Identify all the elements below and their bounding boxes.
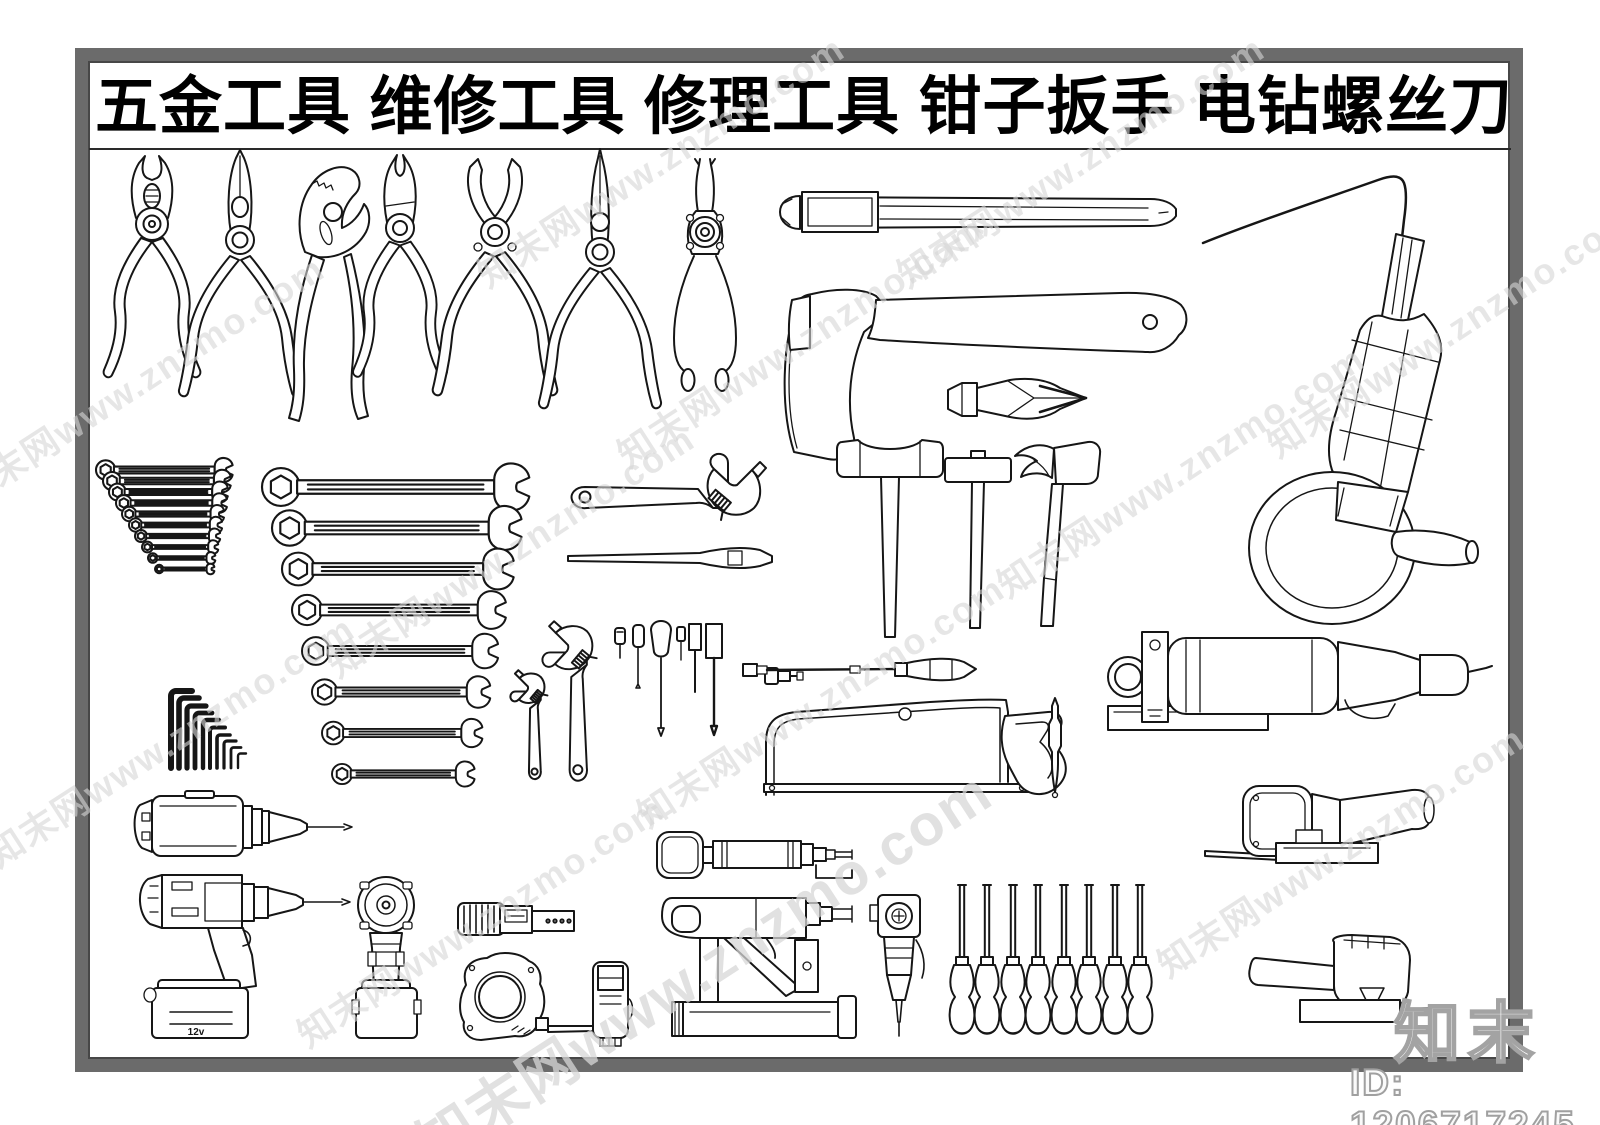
adjustable-wrench-large <box>541 620 598 782</box>
title-divider <box>89 148 1511 150</box>
utility-knife <box>457 902 575 936</box>
nail-gun-side-view <box>661 897 857 1039</box>
groove-joint-pliers <box>288 166 371 422</box>
hacksaw <box>763 698 1067 796</box>
page-title: 五金工具 维修工具 修理工具 钳子扳手 电钻螺丝刀 <box>95 71 1514 142</box>
cold-chisel <box>947 377 1088 420</box>
small-combination-wrench-set <box>94 456 234 576</box>
slip-joint-pliers <box>352 154 448 378</box>
precision-screwdriver-set <box>614 620 723 737</box>
screwdriver-set <box>948 884 1154 1035</box>
circlip-pliers <box>673 158 737 392</box>
long-nose-pliers <box>537 148 663 410</box>
adjustable-wrench-small <box>509 669 549 781</box>
air-engraver <box>869 894 925 1037</box>
combination-pliers <box>102 155 202 379</box>
scriber <box>1048 697 1062 799</box>
battery-label: 12v <box>188 1027 205 1038</box>
flat-screwdriver-bar <box>567 546 773 570</box>
cordless-drill-top-view <box>133 790 353 857</box>
nail-gun-top-view <box>656 831 853 879</box>
machinist-hammer <box>944 450 1012 629</box>
asset-id: ID: 1206717245 <box>1349 1061 1576 1125</box>
socket-adapter <box>764 667 804 685</box>
electric-sander <box>1248 934 1429 1023</box>
mini-tape-measure <box>592 961 634 1047</box>
claw-hammer <box>1014 440 1102 627</box>
die-grinder <box>1107 631 1493 731</box>
adjustable-wrench-horizontal <box>570 452 767 521</box>
hatchet <box>783 288 1188 461</box>
long-screwdriver <box>742 657 977 682</box>
page-border <box>75 48 1523 1072</box>
large-combination-wrench-set <box>260 462 531 788</box>
angle-grinder-small <box>1204 785 1435 864</box>
pry-bar <box>779 191 1177 233</box>
needle-nose-pliers <box>177 149 303 398</box>
cordless-drill-front-view <box>351 876 422 1039</box>
site-logo: 知末 <box>1393 995 1542 1072</box>
tape-measure <box>459 952 600 1041</box>
double-face-hammer <box>836 439 944 638</box>
cordless-drill-side-view: 12v <box>139 874 351 1039</box>
diagonal-cutting-pliers <box>431 158 559 397</box>
hex-key-set <box>168 688 248 771</box>
angle-grinder-large <box>1201 175 1479 625</box>
